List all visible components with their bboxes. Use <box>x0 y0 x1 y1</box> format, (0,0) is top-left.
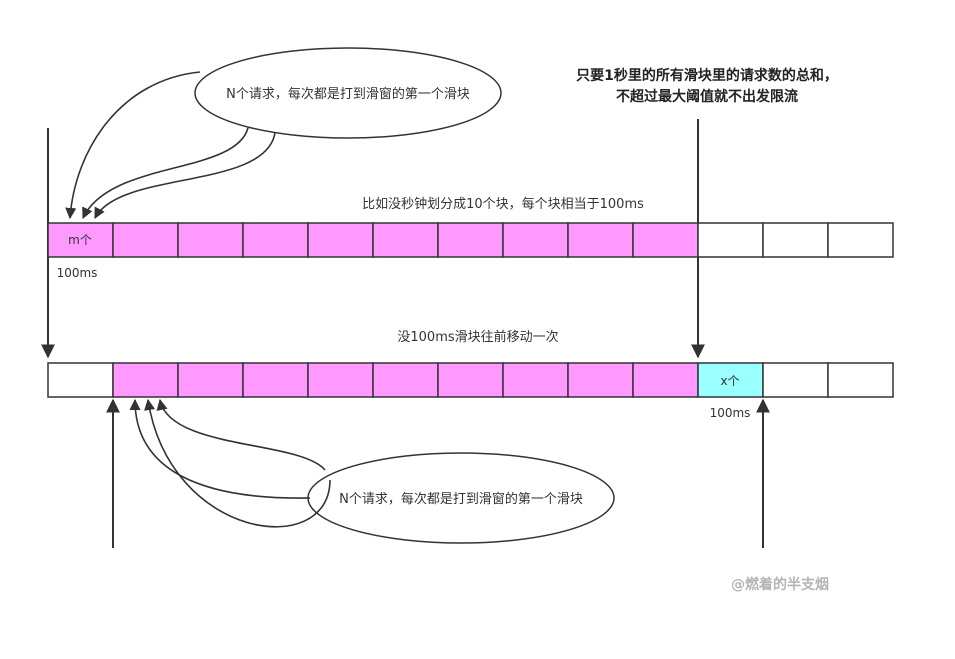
row1-cell-8 <box>502 222 569 258</box>
bubble-bottom-text: N个请求，每次都是打到滑窗的第一个滑块 <box>339 491 583 507</box>
row2-cell-2 <box>112 362 179 398</box>
watermark: @燃着的半支烟 <box>731 576 829 593</box>
row1-cell-4 <box>242 222 309 258</box>
row2-cell-5 <box>307 362 374 398</box>
row1-cell-3 <box>177 222 244 258</box>
row2-cell-12 <box>762 362 829 398</box>
window-row-1 <box>47 222 894 258</box>
top-note-line1: 只要1秒里的所有滑块里的请求数的总和， <box>576 67 838 84</box>
row2-new-cell-duration: 100ms <box>710 406 751 420</box>
row2-caption: 没100ms滑块往前移动一次 <box>397 329 558 345</box>
row1-cell-6 <box>372 222 439 258</box>
request-arrow-bottom-1 <box>129 398 311 499</box>
request-arrow-top-1 <box>65 71 201 220</box>
row1-cell-10 <box>632 222 699 258</box>
row2-cell-13 <box>827 362 894 398</box>
request-arrow-bottom-2 <box>144 398 331 528</box>
row1-cell-12 <box>762 222 829 258</box>
row1-cell-11 <box>697 222 764 258</box>
row2-cell-3 <box>177 362 244 398</box>
request-bubble-bottom: N个请求，每次都是打到滑窗的第一个滑块 <box>307 452 615 544</box>
top-note-line2: 不超过最大阈值就不出发限流 <box>616 88 798 105</box>
row1-cell-5 <box>307 222 374 258</box>
row2-cell-8 <box>502 362 569 398</box>
row1-cell-7 <box>437 222 504 258</box>
row1-cell-1 <box>47 222 114 258</box>
row2-cell-1 <box>47 362 114 398</box>
request-arrow-top-2 <box>82 127 249 220</box>
window-row-2 <box>47 362 894 398</box>
request-bubble-top: N个请求，每次都是打到滑窗的第一个滑块 <box>194 47 502 139</box>
request-arrow-top-3 <box>94 132 276 219</box>
row1-caption: 比如没秒钟划分成10个块，每个块相当于100ms <box>362 196 644 212</box>
row1-first-cell-label: m个 <box>68 233 92 247</box>
row2-new-cell-label: x个 <box>720 374 739 388</box>
row2-cell-6 <box>372 362 439 398</box>
bubble-top-text: N个请求，每次都是打到滑窗的第一个滑块 <box>226 86 470 102</box>
row2-cell-4 <box>242 362 309 398</box>
row1-cell-9 <box>567 222 634 258</box>
row1-cell-13 <box>827 222 894 258</box>
row1-cell-2 <box>112 222 179 258</box>
request-arrow-bottom-3 <box>156 398 326 471</box>
row1-first-cell-duration: 100ms <box>57 266 98 280</box>
row2-cell-7 <box>437 362 504 398</box>
row2-cell-9 <box>567 362 634 398</box>
row2-cell-10 <box>632 362 699 398</box>
